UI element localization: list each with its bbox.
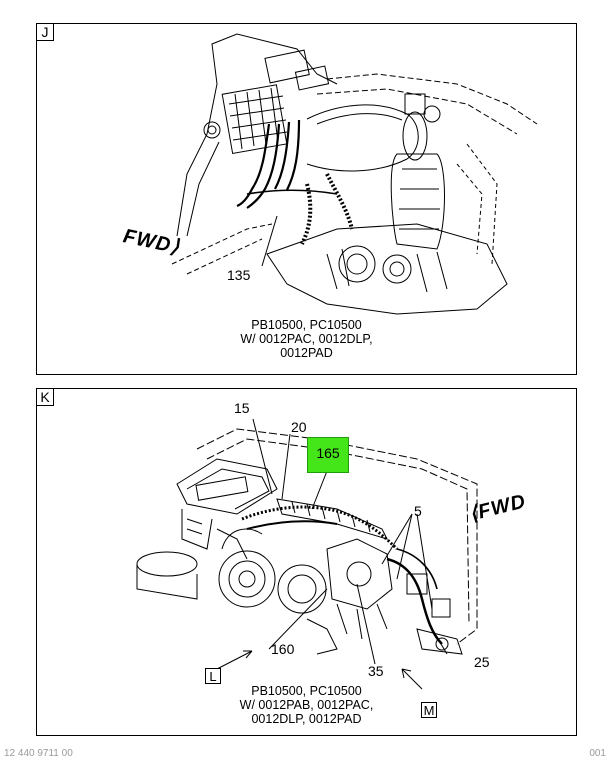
caption-line: W/ 0012PAC, 0012DLP,	[240, 332, 373, 346]
caption-line: W/ 0012PAB, 0012PAC,	[239, 698, 374, 712]
view-ref-m: M	[421, 702, 437, 718]
engine-harness-illustration-j	[171, 33, 538, 315]
callout-5: 5	[414, 503, 422, 519]
view-panel-j: J	[36, 23, 577, 375]
callout-35: 35	[368, 663, 384, 679]
view-letter-k: K	[36, 388, 54, 406]
view-letter-j: J	[36, 23, 54, 41]
callout-160: 160	[271, 641, 295, 657]
callout-15: 15	[234, 400, 250, 416]
page-number-footer: 001	[589, 748, 606, 759]
page-id-footer: 12 440 9711 00	[4, 748, 73, 759]
caption-line: PB10500, PC10500	[251, 684, 362, 698]
view-panel-k: K	[36, 388, 577, 736]
applicability-caption-k: PB10500, PC10500 W/ 0012PAB, 0012PAC, 00…	[37, 684, 576, 726]
engine-harness-illustration-k	[136, 418, 478, 690]
view-ref-l: L	[205, 668, 221, 684]
highlighted-callout-165: 165	[307, 437, 349, 473]
applicability-caption-j: PB10500, PC10500 W/ 0012PAC, 0012DLP, 00…	[37, 318, 576, 360]
callout-135: 135	[227, 267, 251, 283]
caption-line: 0012PAD	[280, 346, 333, 360]
caption-line: PB10500, PC10500	[251, 318, 362, 332]
caption-line: 0012DLP, 0012PAD	[251, 712, 362, 726]
callout-20: 20	[291, 419, 307, 435]
callout-25: 25	[474, 654, 490, 670]
